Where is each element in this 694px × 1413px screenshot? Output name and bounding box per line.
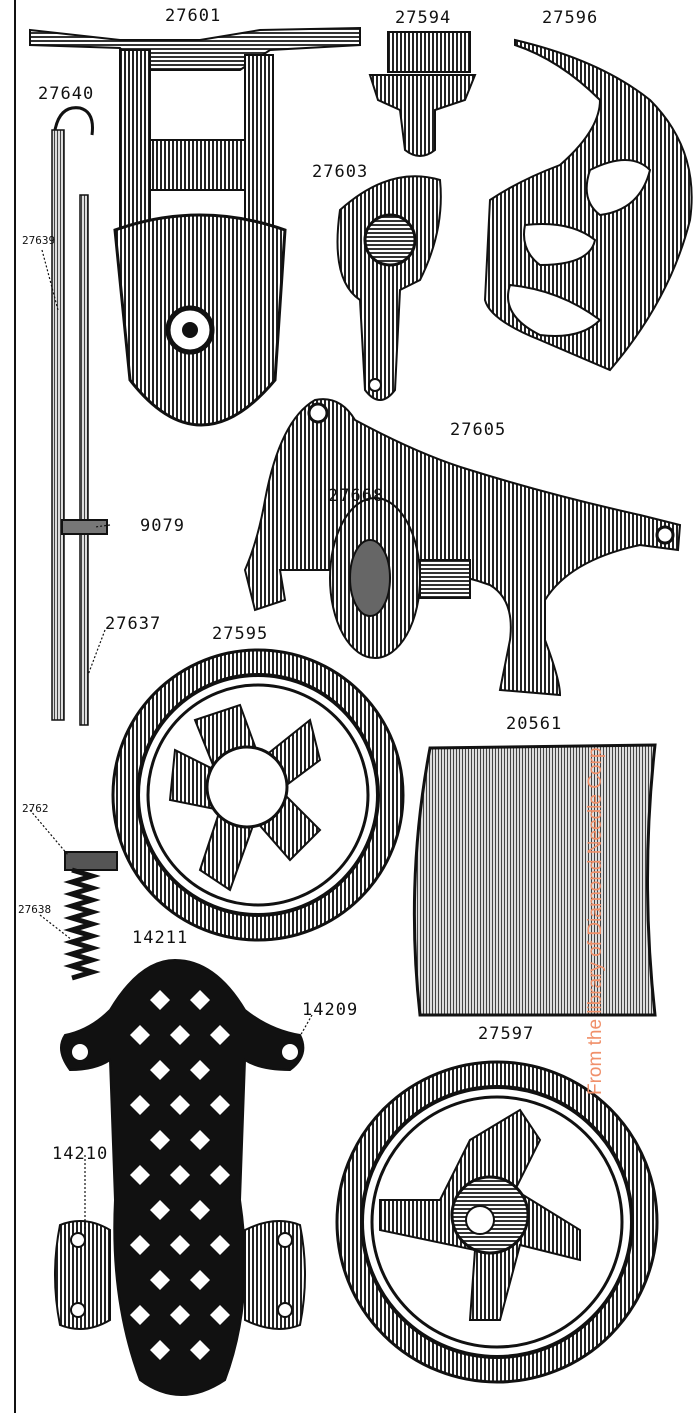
label-27594: 27594	[395, 8, 452, 28]
label-27597: 27597	[478, 1024, 535, 1044]
label-27668: 27668	[328, 486, 385, 506]
label-2762: 2762	[22, 802, 49, 815]
part-27603-casting	[336, 175, 442, 401]
label-14210: 14210	[52, 1144, 109, 1164]
watermark: From the library of Diamond Needle Corp	[585, 747, 606, 1095]
part-27595-handwheel	[111, 648, 405, 942]
label-27638: 27638	[18, 903, 52, 916]
part-20561-plate	[412, 743, 657, 1017]
label-27605: 27605	[450, 420, 507, 440]
label-27639: 27639	[22, 234, 56, 247]
part-14211-treadle	[60, 958, 305, 1396]
part-27605-arm	[243, 398, 682, 697]
part-27601-bracket	[29, 26, 361, 427]
leader-lines	[29, 249, 313, 1230]
part-27597-flywheel	[335, 1060, 659, 1384]
part-27638-spring	[63, 851, 118, 981]
label-27596: 27596	[542, 8, 599, 28]
label-27595: 27595	[212, 624, 269, 644]
label-27601: 27601	[165, 6, 222, 26]
part-27668-pulley	[329, 497, 471, 659]
label-14211: 14211	[132, 928, 189, 948]
label-27603: 27603	[312, 162, 369, 182]
label-27637: 27637	[105, 614, 162, 634]
label-9079: 9079	[140, 516, 185, 536]
part-27596-guard	[483, 38, 693, 372]
part-27594-foot	[368, 31, 477, 157]
part-27640-rod	[51, 106, 108, 726]
part-14210-hinges	[54, 1220, 306, 1330]
label-14209: 14209	[302, 1000, 359, 1020]
label-20561: 20561	[506, 714, 563, 734]
label-27640: 27640	[38, 84, 95, 104]
